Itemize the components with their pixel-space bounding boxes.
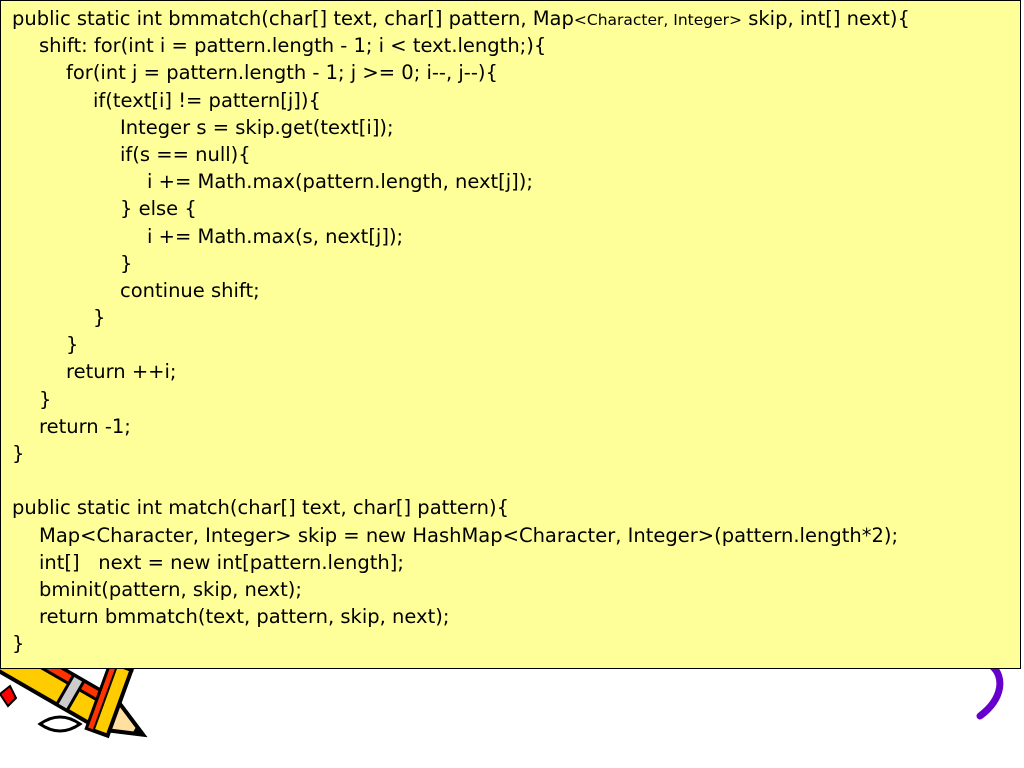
code-line: i += Math.max(s, next[j]); (147, 224, 404, 248)
pencil-clipart-icon (0, 664, 148, 739)
code-line: if(text[i] != pattern[j]){ (93, 88, 321, 112)
code-line-part: <Character, Integer> (573, 11, 742, 29)
code-line: } (120, 251, 133, 275)
code-line-part: skip, int[] next){ (742, 7, 910, 30)
code-line: Map<Character, Integer> skip = new HashM… (39, 523, 899, 547)
code-line: return -1; (39, 414, 131, 438)
code-line: } (39, 387, 52, 411)
code-line: } else { (120, 197, 197, 221)
code-line: return ++i; (66, 360, 177, 384)
purple-swoosh-icon (976, 664, 1004, 720)
code-line-part: public static int bmmatch(char[] text, c… (12, 7, 574, 30)
code-line: public static int bmmatch(char[] text, c… (12, 5, 1020, 32)
code-line: i += Math.max(pattern.length, next[j]); (147, 170, 533, 194)
code-line: public static int match(char[] text, cha… (12, 496, 509, 520)
code-line: continue shift; (120, 278, 260, 302)
code-line: bminit(pattern, skip, next); (39, 577, 302, 601)
code-line: for(int j = pattern.length - 1; j >= 0; … (66, 61, 498, 85)
code-line: } (12, 442, 25, 465)
code-line: if(s == null){ (120, 142, 251, 166)
code-line: } (12, 632, 25, 656)
code-box: public static int bmmatch(char[] text, c… (0, 0, 1021, 669)
code-line (12, 467, 1020, 494)
code-line: } (93, 306, 106, 330)
code-line: return bmmatch(text, pattern, skip, next… (39, 605, 450, 629)
code-line: int[] next = new int[pattern.length]; (39, 550, 404, 574)
code-line: shift: for(int i = pattern.length - 1; i… (39, 34, 547, 58)
code-line: } (66, 333, 79, 357)
code-line: Integer s = skip.get(text[i]); (120, 115, 394, 139)
